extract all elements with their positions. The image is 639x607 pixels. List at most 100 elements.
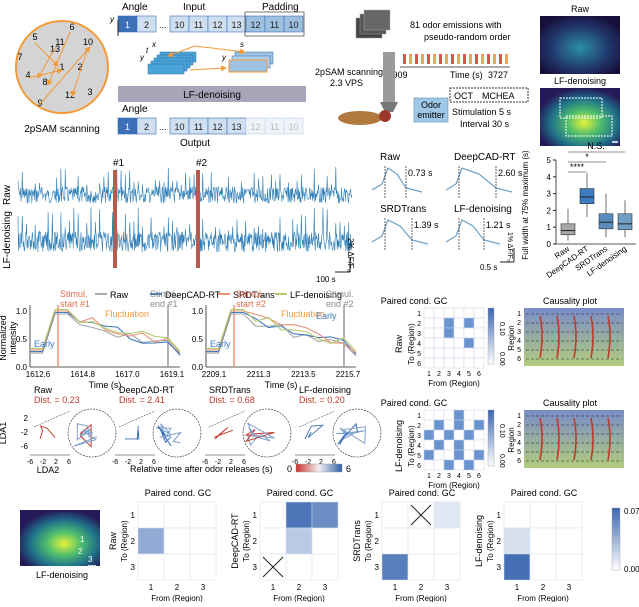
gc-to-label: To (Region) (407, 425, 416, 467)
event-xtick: 2215.7 (336, 370, 361, 379)
patch-stack-right: s y (221, 40, 274, 73)
bottom-gc-title: Paired cond. GC (389, 488, 456, 498)
gc-cell (443, 429, 455, 441)
gc-cell (473, 459, 485, 471)
lda-xtick: -2 (305, 459, 311, 466)
stim-end-label2: end #2 (326, 299, 354, 309)
gc-cell (453, 429, 465, 441)
bottom-gc-cell (407, 553, 435, 581)
lda-xtick: -2 (125, 459, 131, 466)
gc-cell (443, 337, 455, 349)
gc-cell (423, 337, 435, 349)
gc-cell (473, 357, 485, 369)
gc-cell (423, 409, 435, 421)
bottom-from-label: From (Region) (395, 594, 447, 602)
stim-end-label: Stimul. (326, 289, 354, 299)
box-ytick-label: 2 (547, 206, 552, 215)
lda-cbar-6: 6 (346, 464, 351, 474)
bottom-gc-cell (189, 527, 217, 555)
bottom-gc-cell (407, 527, 435, 555)
axis-s-label: s (240, 40, 244, 49)
gc-method-label: LF-denoising (394, 420, 404, 472)
bottom-to-label: To (Region) (364, 520, 373, 562)
gc-cell (473, 409, 485, 421)
fwhm-method-label: Raw (380, 152, 401, 163)
lda-zoom-line (298, 410, 336, 428)
lda-zoom-circle (332, 408, 382, 458)
causality-region-label: Region (507, 325, 516, 350)
gc-ytick: 5 (417, 453, 421, 460)
gc-colorbar (487, 307, 495, 365)
bottom-ytick: 1 (131, 511, 136, 520)
scan-arrow (27, 68, 63, 79)
gc-cell (433, 317, 445, 329)
odor-tick (493, 54, 496, 64)
row-cell-label: 11 (194, 20, 203, 30)
row-cell (136, 15, 157, 33)
gc-cbar-bottom: 0.00 (498, 352, 505, 366)
circle-number: 10 (83, 37, 93, 47)
row-cell-label: 1 (125, 122, 130, 132)
bottom-gc-cell (285, 527, 313, 555)
scan-arrow (47, 31, 71, 86)
lda-trajectory (73, 429, 98, 447)
timeline (403, 54, 508, 64)
early-label: Early (34, 339, 55, 349)
roi-box (565, 115, 613, 137)
time-end: 3727 (488, 70, 508, 80)
row-cell-label: 2 (144, 20, 149, 30)
gc-cell (433, 419, 445, 431)
bottom-gc-cell (163, 501, 191, 529)
gc-cell (453, 337, 465, 349)
bottom-xtick: 3 (201, 583, 206, 592)
lda-ytick: -6 (21, 442, 29, 451)
gc-ytick: 1 (417, 311, 421, 318)
gc-cell (443, 449, 455, 461)
lda-trajectory (159, 431, 182, 444)
lda-trajectory (337, 422, 359, 446)
legend-item: LF-denoising (290, 290, 342, 300)
fwhm-scale-x-label: 0.5 s (480, 263, 497, 272)
bottom-xtick: 2 (419, 583, 424, 592)
bottom-xtick: 3 (567, 583, 572, 592)
bottom-xtick: 3 (445, 583, 450, 592)
gc-xtick: 6 (477, 473, 481, 480)
bottom-from-label: From (Region) (151, 594, 203, 602)
bottom-method-label: LF-denoising (474, 515, 484, 567)
circle-number: 5 (32, 32, 37, 42)
odor-tick (427, 54, 430, 64)
gc-cell (433, 337, 445, 349)
lda-cbar-0: 0 (287, 464, 292, 474)
gc-from-label: From (Region) (428, 481, 480, 490)
gc-cell (433, 409, 445, 421)
event-xtick: 1619.1 (160, 370, 185, 379)
stim-end-label2: end #1 (150, 299, 178, 309)
box-body (579, 188, 595, 204)
circle-number: 7 (17, 52, 22, 62)
legend-item: DeepCAD-RT (165, 290, 221, 300)
event-xtick: 1612.6 (26, 370, 51, 379)
odor-tick (409, 54, 412, 64)
bottom-gc-cell (311, 501, 339, 529)
bottom-ytick: 2 (253, 537, 258, 546)
odor-emitter (413, 97, 449, 123)
emitter-label2: emitter (417, 110, 445, 120)
region-2: 2 (78, 547, 83, 556)
gc-ytick: 5 (417, 351, 421, 358)
bottom-gc-title: Paired cond. GC (511, 488, 578, 498)
gc-cell (423, 419, 435, 431)
gc-ytick: 3 (417, 433, 421, 440)
marker-2-line (196, 170, 200, 268)
causality-tick: 4 (517, 338, 521, 345)
causality-tick: 3 (517, 329, 521, 336)
raw-image-label: Raw (571, 4, 590, 14)
bottom-gc-cell (433, 501, 461, 529)
gc-ytick: 4 (417, 341, 421, 348)
patch (147, 63, 185, 75)
gc-xtick: 4 (457, 473, 461, 480)
flow-arrow (194, 45, 246, 55)
odor-tick (457, 54, 460, 64)
